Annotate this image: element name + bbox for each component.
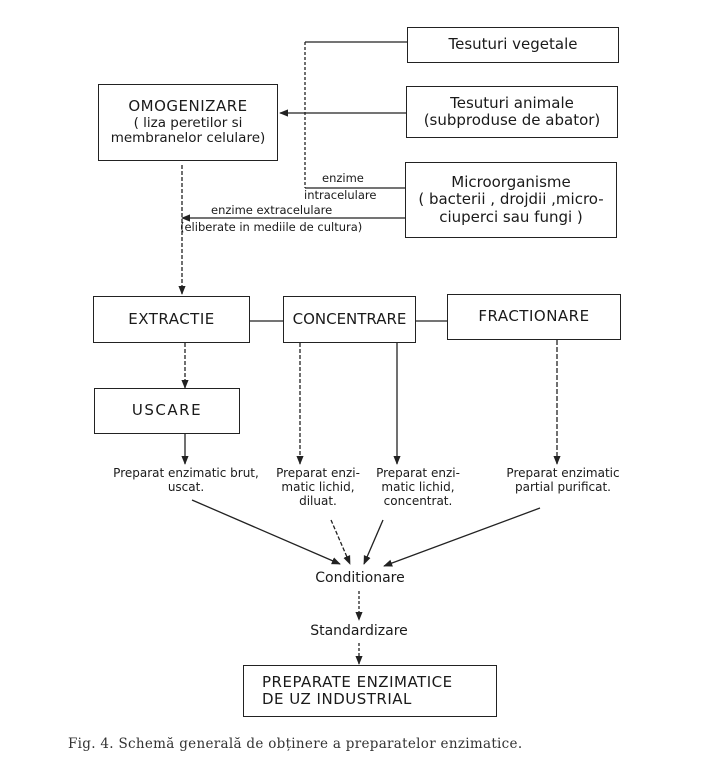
source-plant-title: Tesuturi vegetale <box>448 35 578 54</box>
step-conditioning: Conditionare <box>315 570 405 586</box>
product-liquid-diluted: Preparat enzi- matic lichid, diluat. <box>270 466 366 508</box>
label-extracellular-1: enzime extracelulare <box>211 203 333 217</box>
product-liquid-concentrated: Preparat enzi- matic lichid, concentrat. <box>370 466 466 508</box>
source-animal-title: Tesuturi animale <box>450 93 574 112</box>
product-concentrated-line3: concentrat. <box>383 493 453 508</box>
product-concentrated-line1: Preparat enzi- <box>376 466 460 480</box>
product-purified-line1: Preparat enzimatic <box>506 466 620 480</box>
homogenization-title: OMOGENIZARE <box>128 97 248 116</box>
product-crude-line1: Preparat enzimatic brut, <box>113 466 259 480</box>
arrow-purified-conditioning <box>383 507 541 567</box>
source-animal-tissue-box: Tesuturi animale (subproduse de abator) <box>406 86 618 138</box>
product-purified-line2: partial purificat. <box>515 479 611 494</box>
source-animal-subtitle: (subproduse de abator) <box>423 111 601 129</box>
figure-caption: Fig. 4. Schemă generală de obținere a pr… <box>68 736 523 752</box>
product-crude-line2: uscat. <box>167 479 205 494</box>
extraction-label: EXTRACTIE <box>128 309 215 328</box>
label-intracellular-1: enzime <box>322 171 364 185</box>
homogenization-line3: membranelor celulare) <box>110 130 266 147</box>
fractionation-label: FRACTIONARE <box>478 307 590 326</box>
fractionation-box: FRACTIONARE <box>447 294 621 340</box>
product-crude-dry: Preparat enzimatic brut, uscat. <box>94 466 278 495</box>
concentration-label: CONCENTRARE <box>292 309 407 328</box>
arrow-diluted-conditioning <box>330 519 351 565</box>
source-microorganisms-box: Microorganisme ( bacterii , drojdii ,mic… <box>405 162 617 238</box>
final-line1: PREPARATE ENZIMATICE <box>262 672 453 691</box>
homogenization-box: OMOGENIZARE ( liza peretilor si membrane… <box>98 84 278 161</box>
source-micro-line2: ( bacterii , drojdii ,micro- <box>418 190 604 209</box>
product-concentrated-line2: matic lichid, <box>381 479 455 494</box>
arrow-concentrated-conditioning <box>363 519 384 565</box>
extraction-box: EXTRACTIE <box>93 296 250 343</box>
homogenization-line2: ( liza peretilor si <box>133 114 243 131</box>
drying-box: USCARE <box>94 388 240 434</box>
arrow-crude-conditioning <box>191 499 341 565</box>
step-standardization: Standardizare <box>310 623 408 639</box>
source-micro-line3: ciuperci sau fungi ) <box>439 207 583 226</box>
source-micro-title: Microorganisme <box>451 173 571 192</box>
final-product-box: PREPARATE ENZIMATICE DE UZ INDUSTRIAL <box>243 665 497 717</box>
concentration-box: CONCENTRARE <box>283 296 416 343</box>
product-diluted-line3: diluat. <box>299 493 337 508</box>
label-extracellular-2: (eliberate in mediile de cultura) <box>180 220 363 234</box>
product-diluted-line2: matic lichid, <box>281 479 355 494</box>
label-intracellular-2: intracelulare <box>304 188 377 202</box>
product-partially-purified: Preparat enzimatic partial purificat. <box>498 466 628 495</box>
drying-label: USCARE <box>131 401 203 420</box>
product-diluted-line1: Preparat enzi- <box>276 466 360 480</box>
source-plant-tissue-box: Tesuturi vegetale <box>407 27 619 63</box>
final-line2: DE UZ INDUSTRIAL <box>262 690 412 708</box>
